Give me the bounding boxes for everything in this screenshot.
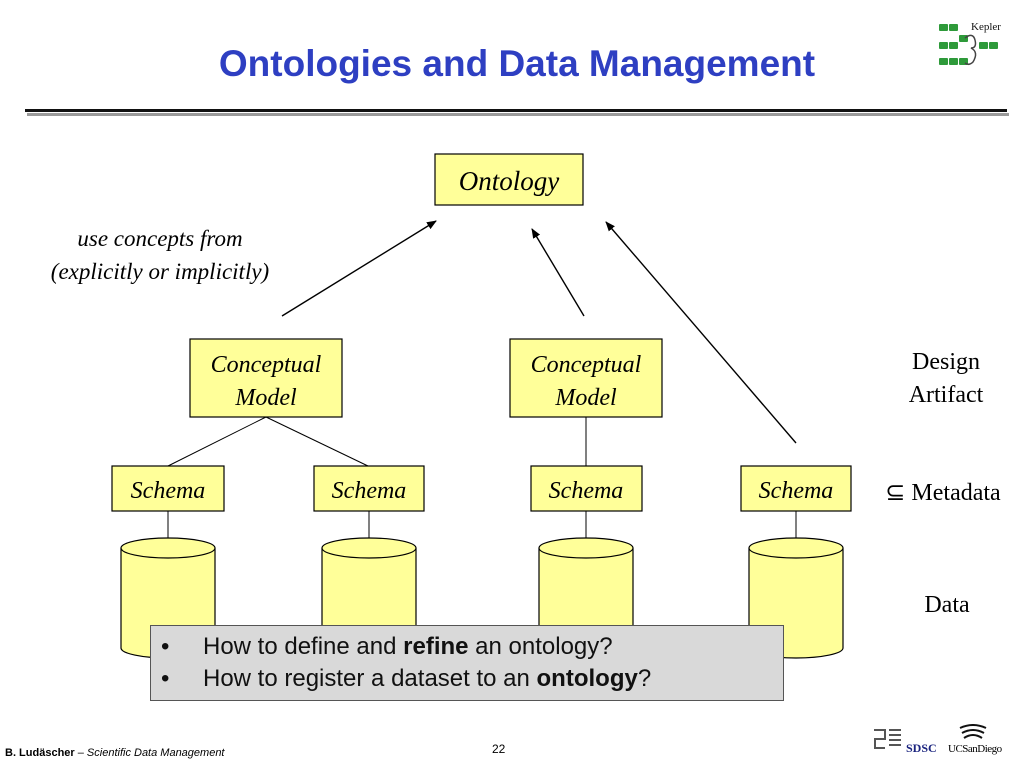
footer-author: B. Ludäscher – Scientific Data Managemen… [5,747,225,759]
arrow-cm2-to-ontology [531,228,585,317]
sdsc-logo-icon [874,729,901,749]
question-1-tail: an ontology? [468,633,613,660]
schema-3-label: Schema [549,478,624,504]
slide-title: Ontologies and Data Management [218,43,816,84]
design-artifact-label-line-1: Design [912,349,980,375]
metadata-label: ⊆ Metadata [885,480,1001,506]
schema-2-label: Schema [332,478,407,504]
schema-4-label: Schema [759,478,834,504]
data-label: Data [924,592,970,618]
conceptual-model-1-line-2: Model [234,385,297,411]
conceptual-model-2-line-1: Conceptual [531,352,642,378]
schema-1-label: Schema [131,478,206,504]
question-2-bold: ontology [536,665,638,692]
arrow-schema4-to-ontology [605,221,797,444]
arrow-cm1-to-ontology [281,220,437,317]
author-name: B. Ludäscher [5,747,75,759]
kepler-logo-label: Kepler [971,21,1001,33]
title-rule-shadow [27,113,1009,116]
schema-box-1 [111,465,225,512]
design-artifact-label-line-2: Artifact [909,382,984,408]
course-name: Scientific Data Management [86,747,225,759]
question-item-1: • How to define and refine an ontology? [161,632,613,662]
ontology-label: Ontology [459,166,560,196]
conceptual-model-2-line-2: Model [554,385,617,411]
connector-cm1-schema2 [265,416,369,467]
connector-cm1-schema1 [167,416,267,467]
author-separator: – [74,747,87,759]
schema-box-4 [740,465,852,512]
ucsd-logo-icon [959,724,987,739]
ucsd-label: UCSanDiego [948,743,1002,755]
bullet-icon: • [161,665,170,692]
annotation-line-2: (explicitly or implicitly) [51,259,269,284]
bullet-icon: • [161,633,170,660]
annotation-line-1: use concepts from [77,226,242,251]
title-rule [25,109,1007,112]
conceptual-model-box-1 [189,338,343,418]
question-1-bold: refine [403,633,469,660]
conceptual-model-box-2 [509,338,663,418]
ontology-box [434,153,584,206]
question-1-text: How to define and [203,633,404,660]
question-2-text: How to register a dataset to an [203,665,537,692]
sdsc-label: SDSC [906,741,937,755]
schema-box-3 [530,465,643,512]
question-2-tail: ? [637,665,652,692]
question-box: • How to define and refine an ontology? •… [150,625,784,701]
kepler-logo: Kepler [939,21,1001,66]
conceptual-model-1-line-1: Conceptual [211,352,322,378]
page-number: 22 [492,742,506,756]
question-item-2: • How to register a dataset to an ontolog… [161,664,651,694]
